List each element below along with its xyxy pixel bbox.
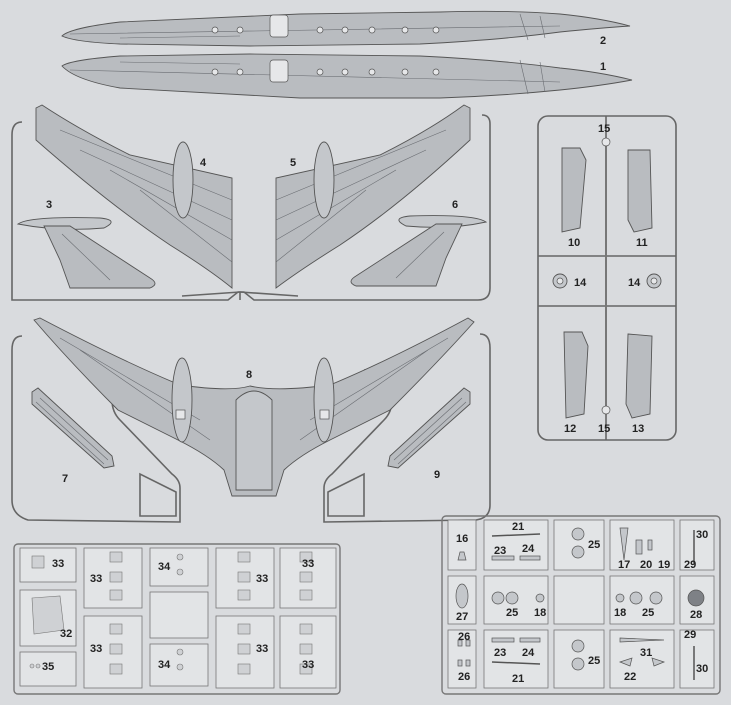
label-part-19: 19 [658,559,670,571]
label-part-3: 3 [46,199,52,211]
label-part-22: 22 [624,671,636,683]
label-part-30-b: 30 [696,663,708,675]
label-part-8: 8 [246,369,252,381]
label-part-6: 6 [452,199,458,211]
label-part-23-b: 23 [494,647,506,659]
label-part-25-c: 25 [642,607,654,619]
label-part-18-a: 18 [534,607,546,619]
label-part-14-right: 14 [628,277,641,289]
label-part-2: 2 [600,35,606,47]
label-part-34-b: 34 [158,659,171,671]
small-parts-grid [441,515,721,695]
label-part-14-left: 14 [574,277,587,289]
label-part-32: 32 [60,628,72,640]
label-part-33-c: 33 [90,643,102,655]
label-part-34-a: 34 [158,561,171,573]
label-part-33-b: 33 [90,573,102,585]
label-part-25-d: 25 [588,655,600,667]
label-part-23-a: 23 [494,545,506,557]
label-part-1: 1 [600,61,606,73]
label-part-15-top: 15 [598,123,610,135]
label-part-16: 16 [456,533,468,545]
label-part-29-b: 29 [684,629,696,641]
label-part-17: 17 [618,559,630,571]
label-part-35: 35 [42,661,54,673]
lower-wing-8 [33,317,475,497]
wing-upper-right-5 [275,104,471,289]
label-part-11: 11 [636,237,648,249]
label-part-33-d: 33 [256,573,268,585]
label-part-12: 12 [564,423,576,435]
fuselage-half-2 [61,10,631,47]
label-part-25-a: 25 [588,539,600,551]
gear-door-panel [537,115,677,441]
label-part-20: 20 [640,559,652,571]
flap-9 [387,387,471,469]
label-part-28: 28 [690,609,702,621]
label-part-31: 31 [640,647,652,659]
label-part-9: 9 [434,469,440,481]
label-part-21-b: 21 [512,673,524,685]
label-part-27: 27 [456,611,468,623]
tail-left-3 [16,217,156,289]
label-part-29-a: 29 [684,559,696,571]
label-part-33-g: 33 [302,659,314,671]
label-part-33-e: 33 [256,643,268,655]
clear-parts-grid [13,543,341,695]
wing-upper-left-4 [35,104,233,289]
label-part-18-b: 18 [614,607,626,619]
label-part-21-a: 21 [512,521,524,533]
label-part-33-a: 33 [52,558,64,570]
label-part-15-bottom: 15 [598,423,610,435]
fuselage-half-1 [61,53,633,99]
label-part-33-f: 33 [302,558,314,570]
label-part-7: 7 [62,473,68,485]
flap-7 [31,387,115,469]
label-part-5: 5 [290,157,296,169]
label-part-25-b: 25 [506,607,518,619]
label-part-24-b: 24 [522,647,535,659]
label-part-26-b: 26 [458,671,470,683]
label-part-13: 13 [632,423,644,435]
label-part-26-a: 26 [458,631,470,643]
label-part-30-a: 30 [696,529,708,541]
upper-wing-frame [11,114,491,301]
tail-right-6 [350,215,488,287]
label-part-10: 10 [568,237,580,249]
label-part-24-a: 24 [522,543,535,555]
label-part-4: 4 [200,157,207,169]
